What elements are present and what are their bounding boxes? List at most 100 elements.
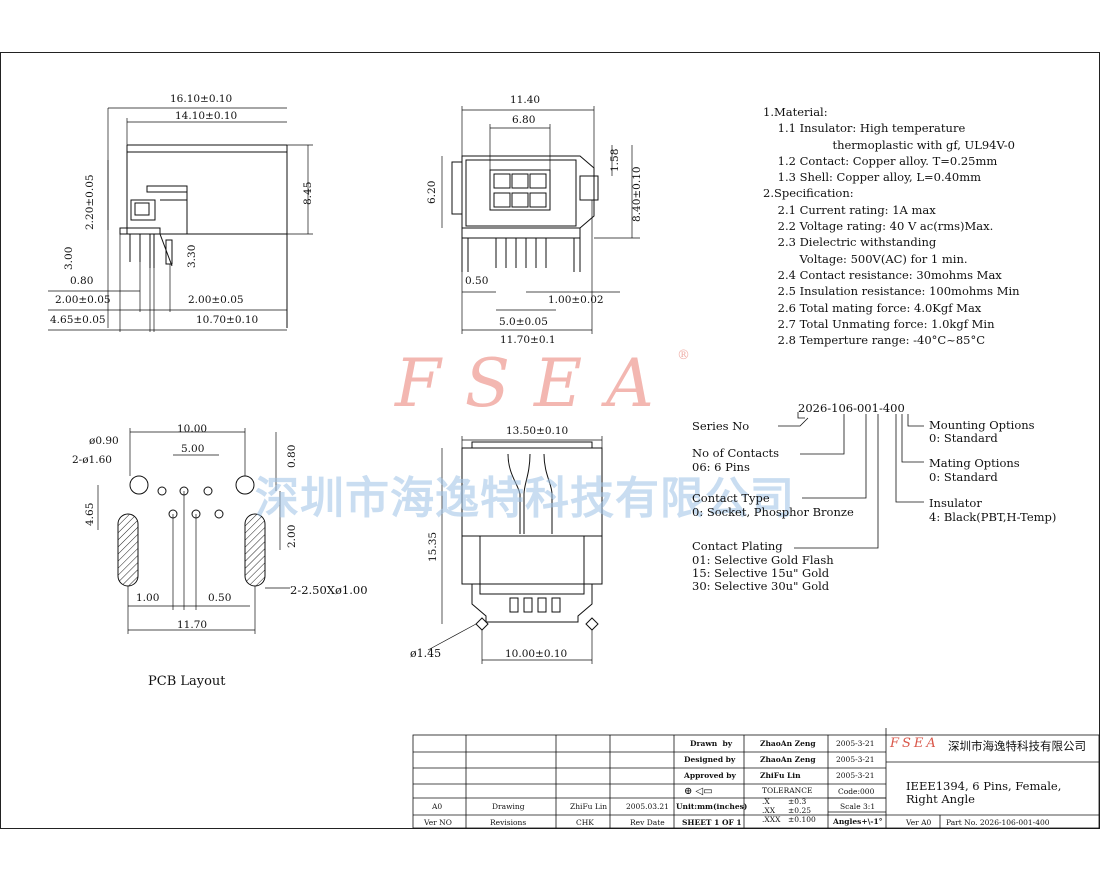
spec-line: 2.6 Total mating force: 4.0Kgf Max: [763, 300, 982, 315]
scale-value: Scale 3:1: [840, 802, 876, 811]
pcb-layout-label: PCB Layout: [148, 674, 226, 689]
dim-side-3-30: 3.30: [186, 244, 198, 268]
company-watermark: 深圳市海逸特科技有限公司: [255, 473, 795, 524]
drawing-title-line1: IEEE1394, 6 Pins, Female,: [906, 779, 1062, 793]
dim-pcb-5-00: 5.00: [181, 443, 205, 455]
insulator-label: Insulator: [929, 496, 982, 510]
drawn-by-name: ZhaoAn Zeng: [760, 739, 816, 748]
mating-value: 0: Standard: [929, 470, 998, 484]
approved-by-name: ZhiFu Lin: [760, 771, 801, 780]
title-block-grid: [412, 728, 1100, 829]
dim-side-2-20: 2.20±0.05: [84, 174, 96, 230]
spec-line: 1.2 Contact: Copper alloy. T=0.25mm: [763, 153, 998, 168]
hdr-ver-no: Ver NO: [424, 818, 452, 827]
dim-top-height: 15.35: [427, 531, 439, 562]
dim-pcb-11-70: 11.70: [177, 619, 208, 631]
spec-line: 2.1 Current rating: 1A max: [763, 202, 936, 217]
contacts-value: 06: 6 Pins: [692, 460, 750, 474]
dim-pcb-4-65: 4.65: [84, 502, 96, 526]
dim-pcb-10-00: 10.00: [177, 423, 208, 435]
specification-block: 1.Material: 1.1 Insulator: High temperat…: [763, 104, 1020, 348]
dim-front-5-0: 5.0±0.05: [499, 316, 548, 328]
units-value: Unit:mm(inches): [676, 802, 748, 811]
dim-side-body: 14.10±0.10: [175, 110, 238, 122]
mating-label: Mating Options: [929, 456, 1020, 470]
plating-value-15: 15: Selective 15u" Gold: [692, 566, 830, 580]
part-number-value: Part No. 2026-106-001-400: [946, 818, 1050, 827]
dim-pcb-2-00: 2.00: [286, 524, 298, 548]
tolerance-xxx-value: ±0.100: [788, 815, 816, 824]
plating-value-30: 30: Selective 30u" Gold: [692, 579, 830, 593]
mounting-label: Mounting Options: [929, 418, 1035, 432]
dim-top-hole: ø1.45: [410, 647, 442, 660]
projection-symbol-icon: ⊕ ◁▭: [684, 786, 713, 797]
spec-line: 2.2 Voltage rating: 40 V ac(rms)Max.: [763, 219, 994, 234]
hdr-chk: CHK: [576, 818, 594, 827]
rev-drawing: Drawing: [492, 802, 525, 811]
dim-front-pitch: 1.00±0.02: [548, 294, 604, 306]
dim-side-overall: 16.10±0.10: [170, 93, 233, 105]
spec-line: 2.3 Dielectric withstanding: [763, 235, 937, 250]
hdr-revisions: Revisions: [490, 818, 527, 827]
code-value: Code:000: [838, 787, 875, 796]
tolerance-x-value: ±0.3: [788, 797, 807, 806]
tolerance-label: TOLERANCE: [762, 786, 813, 795]
dim-side-3-00: 3.00: [63, 246, 75, 270]
contacts-label: No of Contacts: [692, 446, 780, 460]
dim-front-6-20: 6.20: [426, 180, 438, 204]
sheet-value: SHEET 1 OF 1: [682, 818, 742, 827]
dim-side-0-80: 0.80: [70, 275, 94, 287]
title-block-company: 深圳市海逸特科技有限公司: [948, 739, 1086, 753]
spec-line: 2.7 Total Unmating force: 1.0kgf Min: [763, 316, 995, 331]
spec-line: 1.1 Insulator: High temperature: [763, 121, 966, 136]
dim-top-pitch: 10.00±0.10: [505, 648, 568, 660]
rev-chk-name: ZhiFu Lin: [570, 802, 608, 811]
part-number-leaders: [778, 412, 924, 549]
front-view: [441, 106, 640, 334]
dim-front-0-50: 0.50: [465, 275, 489, 287]
dim-side-10-70: 10.70±0.10: [196, 314, 259, 326]
tolerance-xx-value: ±0.25: [788, 806, 811, 815]
approved-by-label: Approved by: [684, 771, 736, 780]
series-no-label: Series No: [692, 419, 750, 433]
rev-date-value: 2005.03.21: [626, 802, 669, 811]
designed-date: 2005-3-21: [836, 755, 875, 764]
hdr-rev-date: Rev Date: [630, 818, 665, 827]
spec-line: 2.5 Insulation resistance: 100mohms Min: [763, 284, 1020, 299]
dim-side-2-00-right: 2.00±0.05: [188, 294, 244, 306]
spec-line: thermoplastic with gf, UL94V-0: [763, 137, 1015, 152]
spec-line: Voltage: 500V(AC) for 1 min.: [763, 251, 968, 266]
part-number-code: 2026-106-001-400: [798, 401, 905, 415]
spec-line: 2.4 Contact resistance: 30mohms Max: [763, 267, 1002, 282]
spec-line: 1.3 Shell: Copper alloy, L=0.40mm: [763, 170, 982, 185]
fsea-watermark-logo: FSEA: [395, 345, 678, 422]
dim-front-11-70: 11.70±0.1: [500, 334, 556, 346]
spec-line: 1.Material:: [763, 105, 828, 119]
dim-pcb-hole-1-60: 2-ø1.60: [72, 454, 112, 466]
dim-front-cavity: 6.80: [512, 114, 536, 126]
mounting-value: 0: Standard: [929, 431, 998, 445]
drawing-title-line2: Right Angle: [906, 792, 975, 806]
dim-front-8-40: 8.40±0.10: [631, 166, 643, 222]
spec-line: 2.Specification:: [763, 186, 854, 201]
designed-by-name: ZhaoAn Zeng: [760, 755, 816, 764]
registered-mark: ®: [677, 348, 690, 363]
tolerance-xx: .XX: [762, 806, 776, 815]
tolerance-xxx: .XXX: [762, 815, 781, 824]
insulator-value: 4: Black(PBT,H-Temp): [929, 510, 1057, 524]
contact-type-label: Contact Type: [692, 491, 770, 505]
approved-date: 2005-3-21: [836, 771, 875, 780]
dim-pcb-slot: 2-2.50Xø1.00: [290, 583, 368, 597]
plating-value-01: 01: Selective Gold Flash: [692, 553, 834, 567]
angles-value: Angles+\-1°: [833, 817, 883, 826]
drawn-date: 2005-3-21: [836, 739, 875, 748]
contact-type-value: 0: Socket, Phosphor Bronze: [692, 505, 854, 519]
dim-front-1-58: 1.58: [609, 148, 621, 172]
dim-pcb-1-00: 1.00: [136, 592, 160, 604]
rev-a0: A0: [432, 802, 443, 811]
dim-side-height: 8.45: [302, 181, 314, 205]
pcb-layout: [97, 428, 290, 634]
drawn-by-label: Drawn by: [690, 739, 733, 748]
top-view: [427, 436, 603, 664]
